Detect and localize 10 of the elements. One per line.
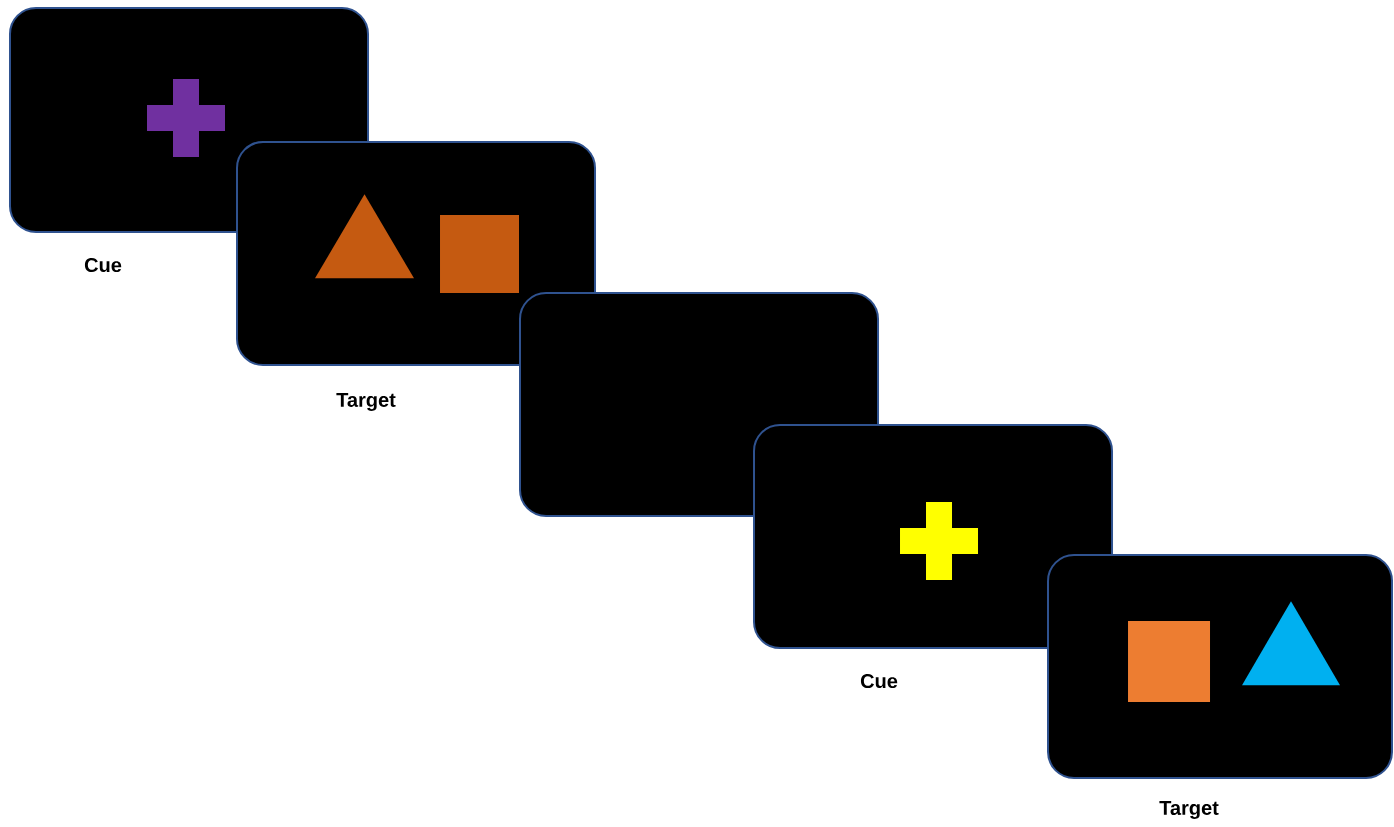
cross-symbol [147, 79, 225, 157]
triangle-symbol [1242, 601, 1340, 686]
cross-symbol [900, 502, 978, 580]
screen-caption: Target [1159, 801, 1219, 819]
screen-caption: Cue [84, 257, 122, 273]
square-symbol [440, 215, 519, 293]
screen-caption: Cue [860, 673, 898, 689]
triangle-symbol [315, 194, 414, 279]
square-symbol [1128, 621, 1210, 702]
screen-caption: Target [336, 393, 396, 411]
